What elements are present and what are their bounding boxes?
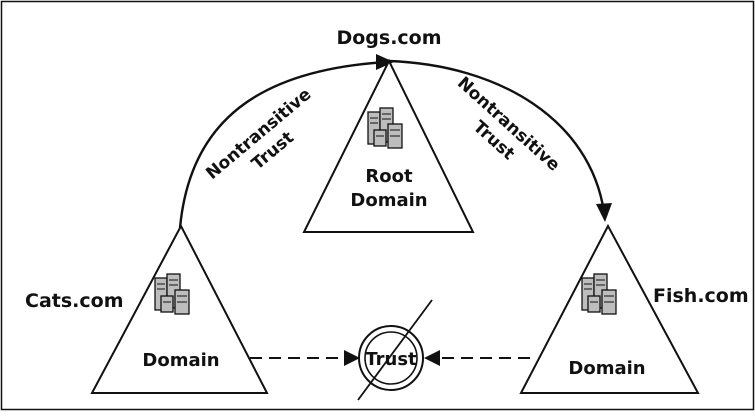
left-dashed-arrowhead xyxy=(344,350,360,366)
dogs-domain-name: Dogs.com xyxy=(336,27,441,49)
blocked-trust-label: Trust xyxy=(365,349,417,370)
right-arc-arrowhead xyxy=(596,203,612,222)
right-trust-arc xyxy=(388,59,606,213)
left-trust-arc xyxy=(178,60,387,229)
trust-circle-inner xyxy=(364,331,418,385)
cats-inner-label: Domain xyxy=(142,350,219,371)
dogs-inner-line2: Domain xyxy=(350,190,427,211)
left-arc-arrowhead xyxy=(376,54,394,70)
left-arc-label: Nontransitive Trust xyxy=(202,85,315,184)
fish-inner-label: Domain xyxy=(568,358,645,379)
no-trust-slash xyxy=(357,299,433,401)
right-arc-label: Nontransitive Trust xyxy=(453,73,563,175)
trust-circle-outer xyxy=(358,325,424,391)
dogs-inner-line1: Root xyxy=(365,166,413,187)
fish-domain-name: Fish.com xyxy=(653,285,749,307)
cats-domain-name: Cats.com xyxy=(25,290,124,312)
right-dashed-arrowhead xyxy=(424,350,440,366)
